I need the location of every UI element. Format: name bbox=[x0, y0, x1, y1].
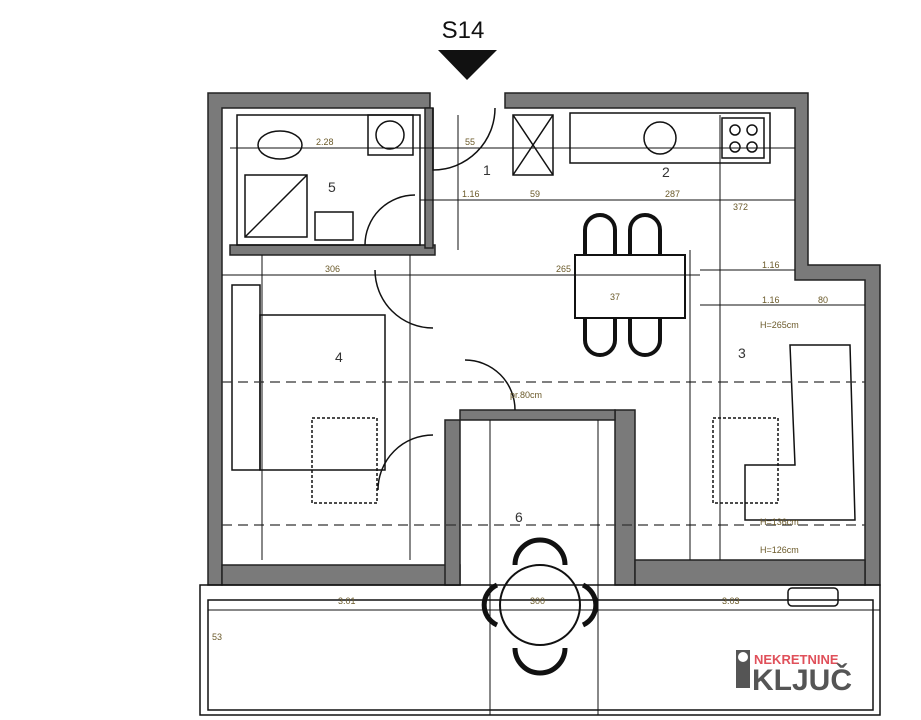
height-label: H=136cm bbox=[760, 517, 799, 527]
dimension-label: 265 bbox=[556, 264, 571, 274]
dimension-label: 59 bbox=[530, 189, 540, 199]
dimension-label: 372 bbox=[733, 202, 748, 212]
room-number: 3 bbox=[738, 345, 746, 361]
room-number: 1 bbox=[483, 162, 491, 178]
room-number: 4 bbox=[335, 349, 343, 365]
door-note: pr.80cm bbox=[510, 390, 542, 400]
dimension-label: 287 bbox=[665, 189, 680, 199]
dimension-lines bbox=[208, 115, 880, 715]
dimension-label: 3.03 bbox=[722, 596, 740, 606]
agency-logo: NEKRETNINE KLJUČ bbox=[736, 650, 852, 697]
dimension-label: 2.28 bbox=[316, 137, 334, 147]
logo-top-text: NEKRETNINE bbox=[754, 652, 839, 667]
height-label: H=126cm bbox=[760, 545, 799, 555]
unit-label: S14 bbox=[442, 17, 485, 44]
logo-main-text: KLJUČ bbox=[752, 663, 852, 697]
fixtures bbox=[199, 107, 881, 716]
entrance-arrow-icon bbox=[438, 50, 497, 80]
walls bbox=[207, 92, 881, 586]
dimension-label: 3.01 bbox=[338, 596, 356, 606]
dimension-label: 300 bbox=[530, 596, 545, 606]
dimension-label: 1.16 bbox=[762, 260, 780, 270]
dimension-label: 55 bbox=[465, 137, 475, 147]
dimension-label: 80 bbox=[818, 295, 828, 305]
room-number: 2 bbox=[662, 164, 670, 180]
dimension-label: 53 bbox=[212, 632, 222, 642]
dimension-label: 306 bbox=[325, 264, 340, 274]
dimension-label: 1.16 bbox=[462, 189, 480, 199]
dashed-lines bbox=[222, 381, 865, 526]
dimension-label: 37 bbox=[610, 292, 620, 302]
room-number: 6 bbox=[515, 509, 523, 525]
dimension-label: 1.16 bbox=[762, 295, 780, 305]
height-label: H=265cm bbox=[760, 320, 799, 330]
room-number: 5 bbox=[328, 179, 336, 195]
